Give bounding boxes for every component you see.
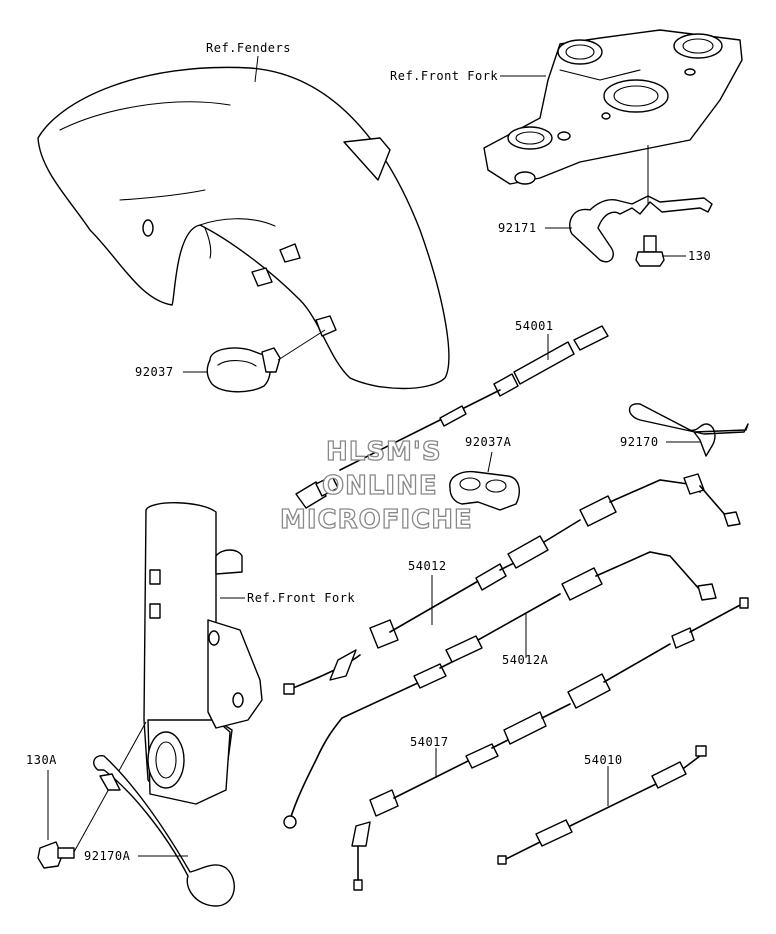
watermark-line-2: ONLINE bbox=[322, 471, 438, 501]
label-ref-fenders: Ref.Fenders bbox=[206, 41, 291, 55]
label-ref-front-fork-lower: Ref.Front Fork bbox=[247, 591, 355, 605]
label-92171: 92171 bbox=[498, 221, 537, 235]
cable-54017 bbox=[351, 597, 749, 891]
bolt-130A bbox=[37, 841, 75, 869]
label-130: 130 bbox=[688, 249, 711, 263]
throttle-cable-54012A bbox=[283, 551, 717, 829]
speedometer-cable-54001 bbox=[295, 325, 609, 509]
label-92170A: 92170A bbox=[84, 849, 131, 863]
cable-54010 bbox=[497, 745, 707, 865]
watermark: HLSM'S ONLINE MICROFICHE bbox=[279, 436, 473, 535]
upper-fork-bracket bbox=[483, 29, 743, 185]
watermark-line-1: HLSM'S bbox=[326, 437, 442, 467]
label-54017: 54017 bbox=[410, 735, 449, 749]
throttle-cable-54012 bbox=[283, 473, 741, 695]
wire-clamp-92170A bbox=[93, 755, 235, 907]
label-54012: 54012 bbox=[408, 559, 447, 573]
bolt-130 bbox=[635, 235, 665, 267]
label-54012A: 54012A bbox=[502, 653, 549, 667]
label-ref-front-fork-top: Ref.Front Fork bbox=[390, 69, 498, 83]
label-54010: 54010 bbox=[584, 753, 623, 767]
cable-clamp-92170 bbox=[628, 403, 749, 457]
label-92170: 92170 bbox=[620, 435, 659, 449]
front-fork-leg bbox=[143, 502, 263, 805]
label-54001: 54001 bbox=[515, 319, 554, 333]
label-130A: 130A bbox=[26, 753, 57, 767]
front-fender bbox=[37, 66, 450, 390]
label-92037A: 92037A bbox=[465, 435, 512, 449]
bracket-92171 bbox=[569, 195, 713, 263]
cable-clip-92037 bbox=[206, 347, 281, 393]
cable-clip-92037A bbox=[449, 470, 520, 511]
label-92037: 92037 bbox=[135, 365, 174, 379]
watermark-line-3: MICROFICHE bbox=[280, 505, 473, 535]
